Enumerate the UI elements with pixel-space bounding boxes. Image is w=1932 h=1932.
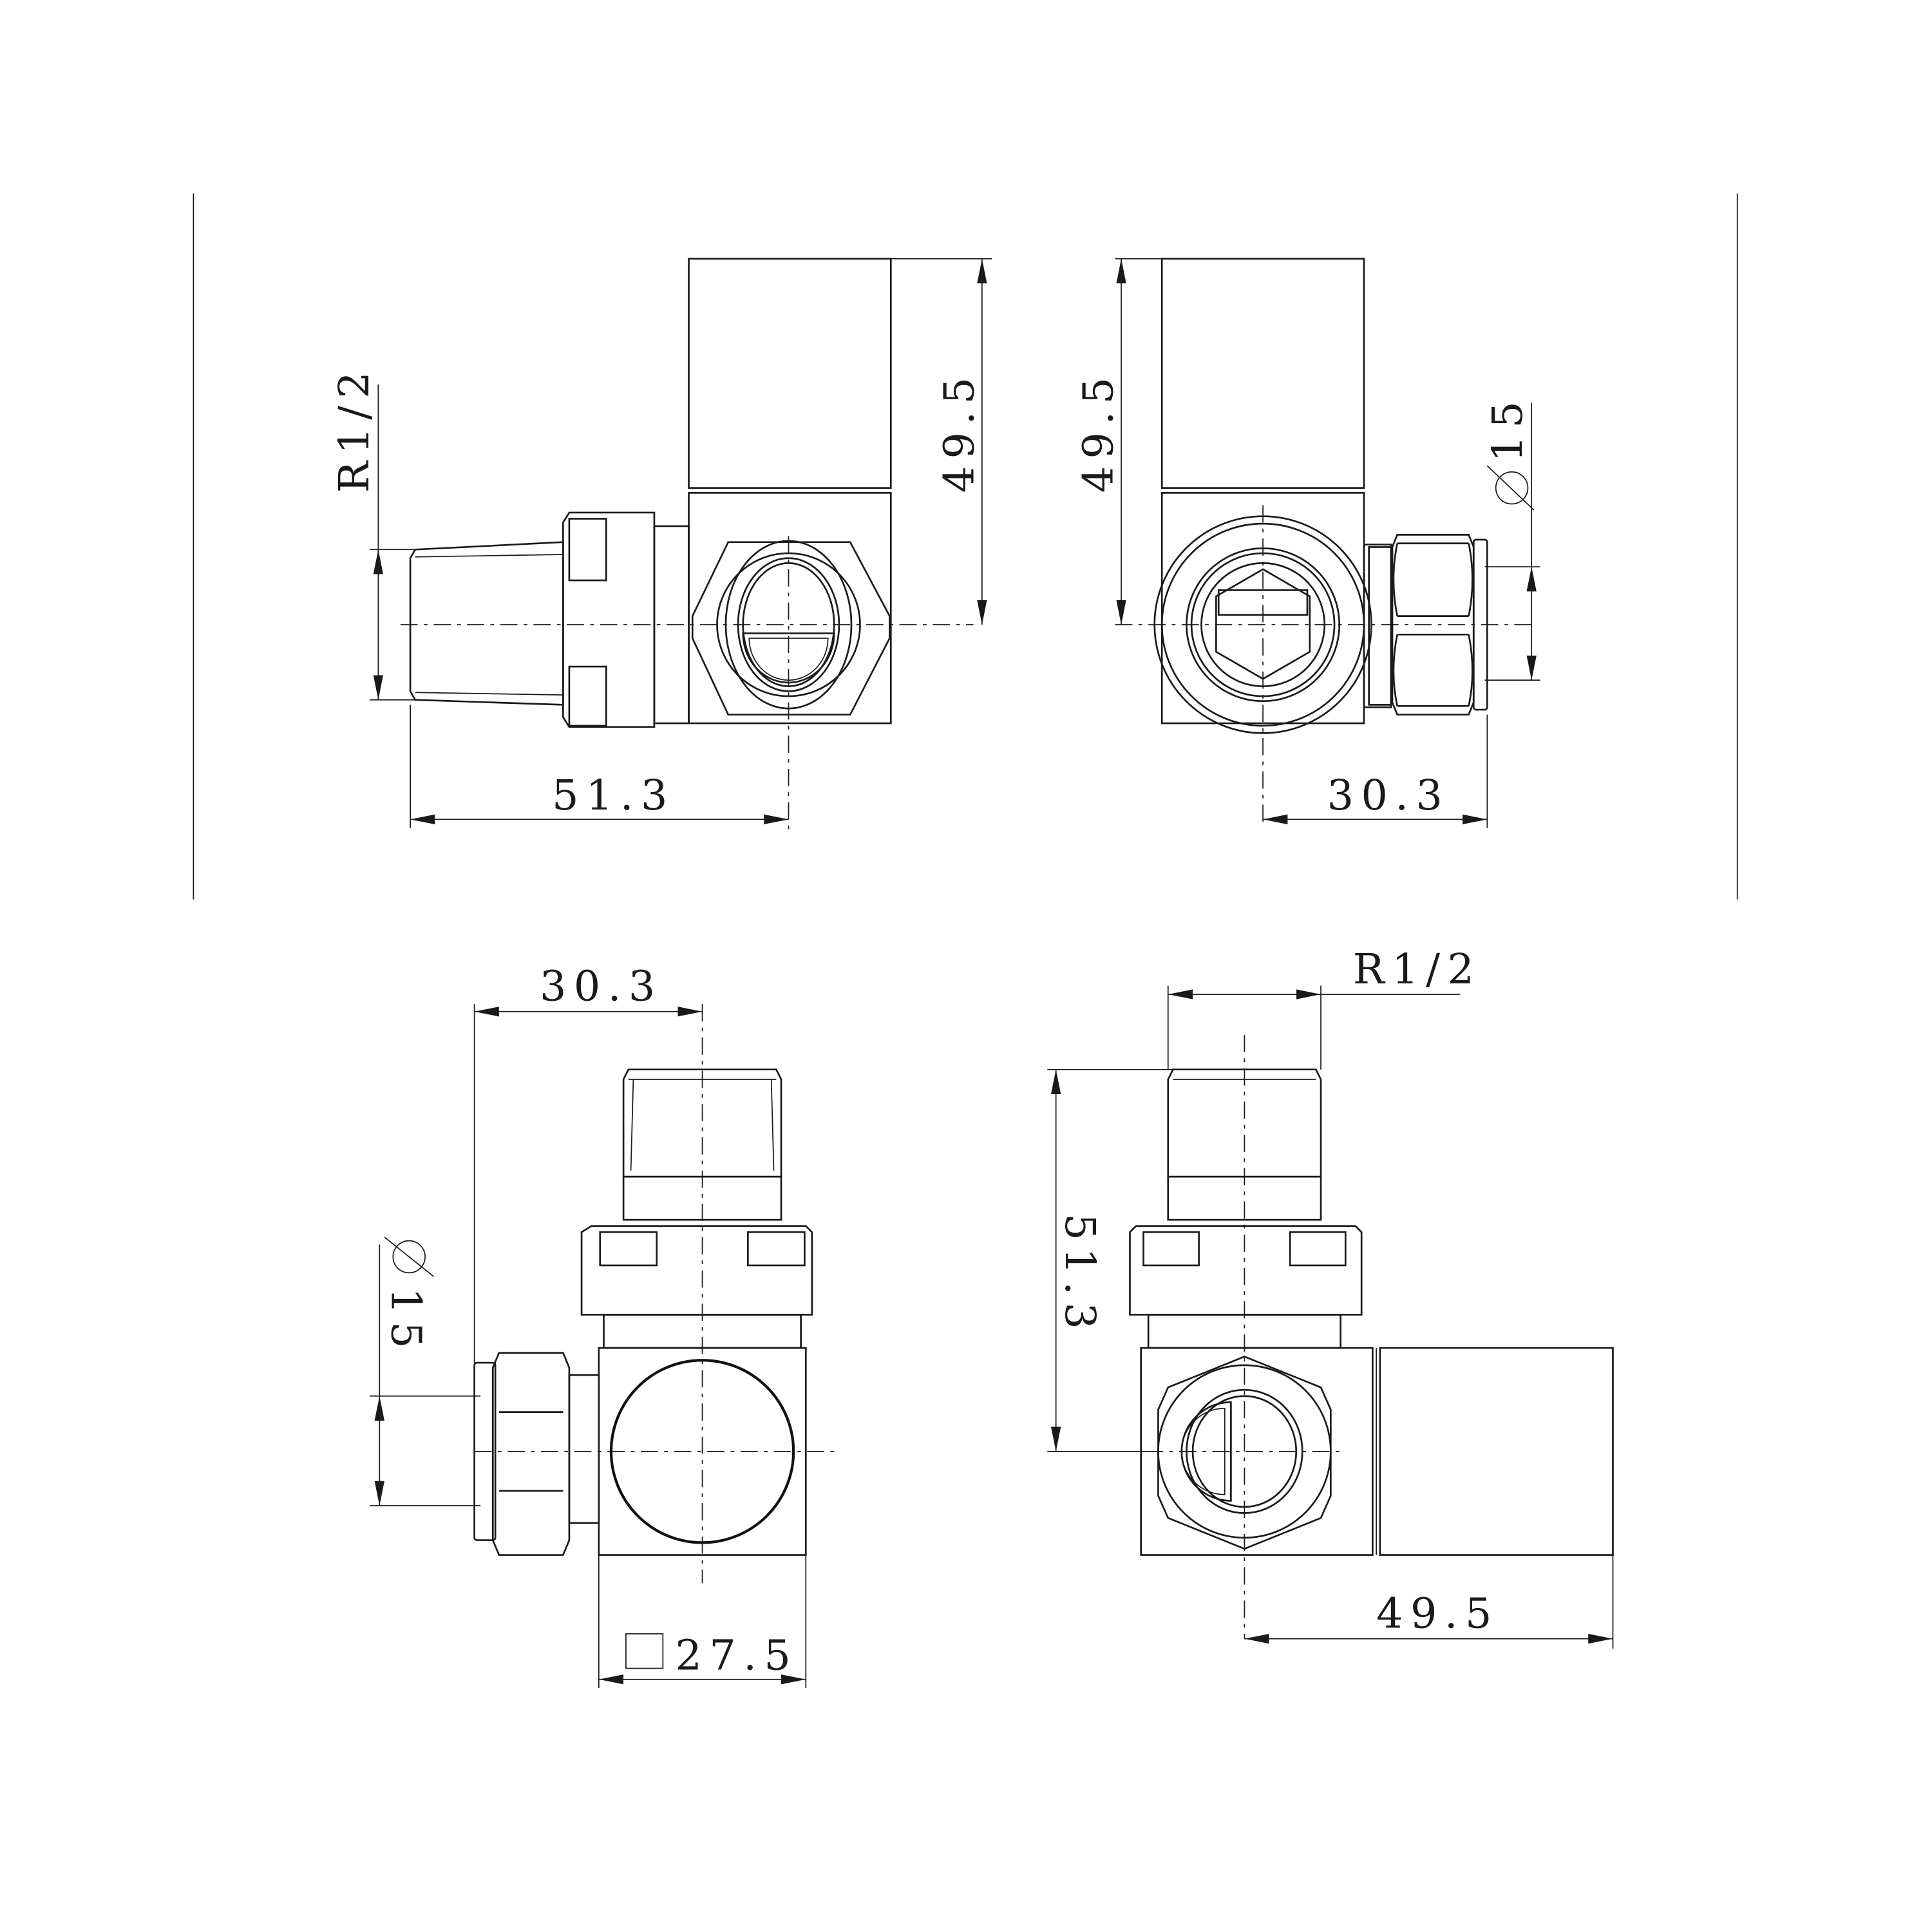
label-pipe-diameter-15: 15 [1484,394,1532,462]
label-length-51-3: 51.3 [552,772,675,820]
label-thread-r12: R1/2 [1353,945,1482,994]
label-height-49-5: 49.5 [935,370,983,493]
label-height-49-5: 49.5 [1075,370,1123,493]
view-bottom-left: 30.3 15 27.5 [369,963,838,1689]
label-length-49-5: 49.5 [1376,1589,1499,1638]
square-symbol-icon [625,1633,664,1669]
label-pipe-diameter-15: 15 [381,1287,430,1356]
label-body-square-27-5: 27.5 [675,1631,798,1680]
label-length-30-3: 30.3 [1327,772,1450,820]
view-bottom-right: R1/2 51.3 49.5 [1047,945,1614,1649]
label-thread-r12: R1/2 [330,365,379,493]
view-top-left: R1/2 49.5 51.3 [330,258,992,832]
view-top-right: 49.5 15 30.3 [1075,258,1540,828]
label-height-51-3: 51.3 [1056,1214,1104,1337]
label-length-30-3: 30.3 [540,963,663,1011]
